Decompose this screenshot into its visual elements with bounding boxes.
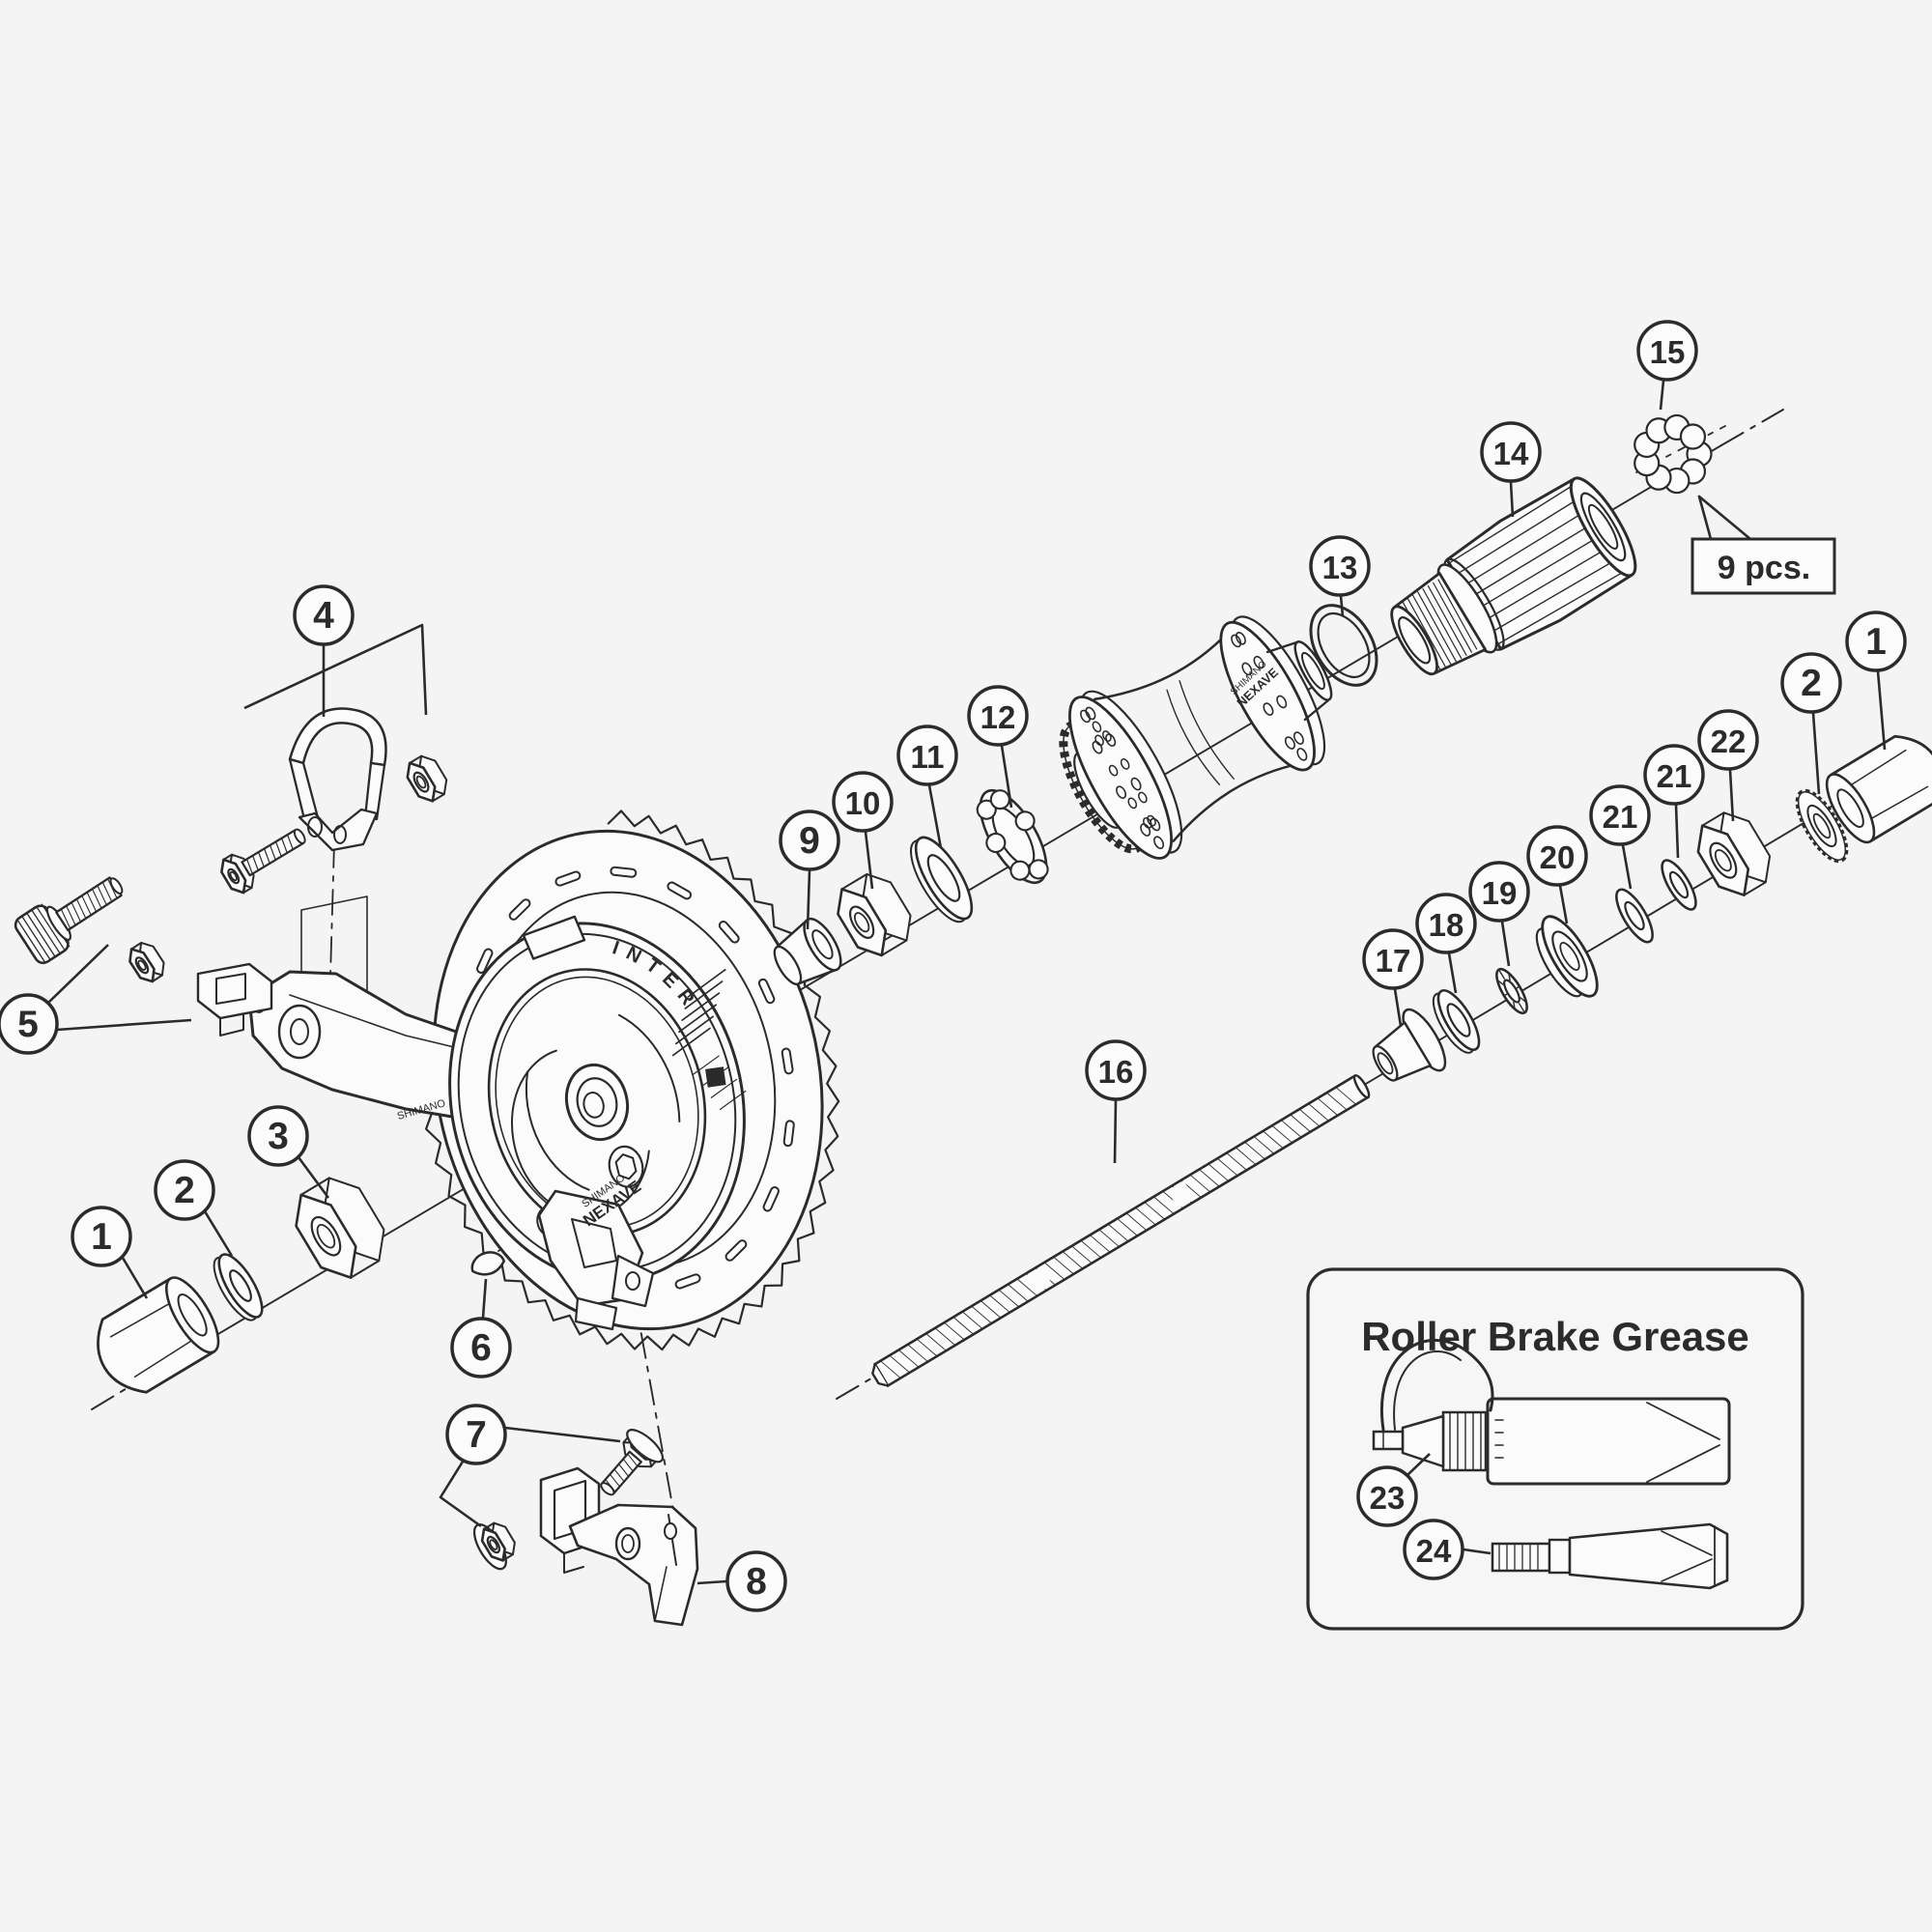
callout-15: 15 [1636,320,1698,382]
cap-dome [470,1251,505,1276]
callout-number: 1 [91,1216,112,1258]
callout-22: 22 [1697,709,1759,771]
callout-number: 22 [1711,724,1747,759]
callout-8: 8 [725,1550,787,1612]
roller-brake-unit [448,915,747,1283]
callout-17: 17 [1362,928,1424,990]
callout-21: 21 [1643,744,1705,806]
o-ring [1309,604,1378,687]
clamp-bolt [220,828,306,895]
grease-tube [1491,1522,1729,1590]
callout-number: 12 [980,699,1016,735]
callout-6: 6 [450,1317,512,1378]
callout-23: 23 [1356,1465,1418,1527]
callout-number: 1 [1865,621,1887,663]
callout-16: 16 [1085,1039,1147,1101]
freehub-driver [1390,476,1637,676]
callout-number: 21 [1657,758,1692,794]
callout-number: 9 [799,820,820,862]
callout-7: 7 [445,1404,507,1465]
callout-18: 18 [1415,893,1477,954]
logo-square [705,1066,726,1088]
callout-number: 18 [1429,907,1464,943]
callout-number: 2 [1801,663,1822,704]
callout-number: 8 [746,1561,767,1603]
ball-retainer [976,788,1049,885]
callout-number: 2 [174,1170,195,1211]
callout-14: 14 [1480,421,1542,483]
callout-number: 19 [1482,875,1518,911]
callout-number: 17 [1376,943,1411,979]
cone-17 [1372,1008,1447,1082]
callout-13: 13 [1309,535,1371,597]
callout-19: 19 [1468,861,1530,923]
serrated-washer [1795,788,1849,864]
logo-letter: M [707,1070,724,1084]
callout-number: 11 [911,739,945,775]
callout-number: 10 [845,785,881,821]
callout-number: 13 [1322,550,1358,585]
callout-10: 10 [832,771,894,833]
callout-number: 3 [268,1116,289,1157]
callout-5: 5 [0,993,59,1055]
callout-number: 20 [1540,839,1576,875]
callout-11: 11 [896,724,958,786]
callout-1: 1 [1845,611,1907,672]
pivot-bolt [600,1429,665,1496]
callout-number: 23 [1370,1480,1406,1516]
callout-20: 20 [1526,825,1588,887]
callout-number: 14 [1493,436,1529,471]
callout-2: 2 [1780,652,1842,714]
callout-number: 16 [1098,1054,1134,1090]
callout-9: 9 [779,810,840,871]
callout-2: 2 [154,1159,215,1221]
callout-number: 15 [1650,334,1686,370]
grease-bottle [1372,1338,1731,1486]
ball-cluster [1634,413,1713,495]
callout-21: 21 [1589,784,1651,846]
hub-shell [1059,615,1333,860]
callout-number: 24 [1416,1533,1452,1569]
callout-number: 21 [1603,799,1638,835]
axle-rod [871,1073,1371,1388]
callout-number: 6 [470,1327,492,1369]
callout-number: 7 [466,1414,487,1456]
dust-cap [1535,915,1599,998]
grease-box-title: Roller Brake Grease [1361,1314,1749,1359]
callout-1: 1 [71,1206,132,1267]
callout-number: 5 [17,1004,39,1045]
ball-count-label: 9 pcs. [1718,550,1810,586]
callout-number: 4 [313,595,334,637]
callout-3: 3 [247,1105,309,1167]
callout-layer: 1234567891011121314151617181920212122212… [0,320,1907,1612]
callout-12: 12 [967,685,1029,747]
callout-4: 4 [293,584,355,646]
inter-m-logo: M [705,1066,726,1088]
cable-adjust-bolt [14,876,124,965]
callout-24: 24 [1403,1519,1464,1580]
